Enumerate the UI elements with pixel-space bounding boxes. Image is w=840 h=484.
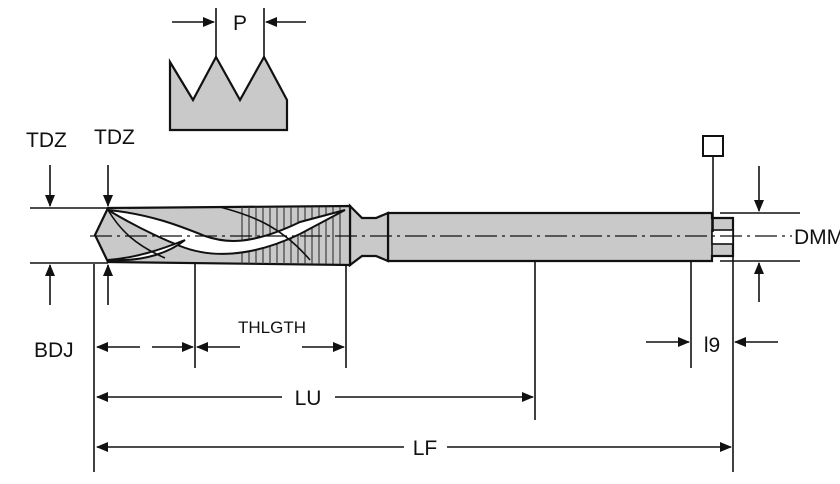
l9-dimension: l9: [646, 262, 778, 368]
pitch-dimension: P: [172, 12, 306, 35]
neck: [348, 203, 390, 268]
dmm-dimension: DMM: [720, 166, 840, 302]
thread-profile-detail: [168, 8, 289, 132]
bdj-label: BDJ: [34, 339, 74, 362]
lu-label: LU: [295, 387, 322, 410]
dmm-label: DMM: [794, 226, 840, 249]
shank: [386, 211, 735, 263]
lf-dimension: LF: [96, 256, 734, 472]
lf-label: LF: [413, 437, 438, 460]
l9-label: l9: [704, 334, 720, 357]
lu-dimension: LU: [96, 261, 536, 420]
pitch-label: P: [233, 12, 247, 35]
tool-body: [90, 203, 792, 268]
tdz-dimension: TDZ TDZ BDJ: [26, 126, 135, 362]
thlgth-dimension: THLGTH: [93, 262, 347, 472]
square-symbol: [702, 135, 724, 232]
square-flat: [711, 229, 734, 245]
thlgth-label: THLGTH: [238, 318, 306, 337]
tdz-left-label: TDZ: [26, 129, 67, 152]
tdz-right-label: TDZ: [94, 126, 135, 149]
